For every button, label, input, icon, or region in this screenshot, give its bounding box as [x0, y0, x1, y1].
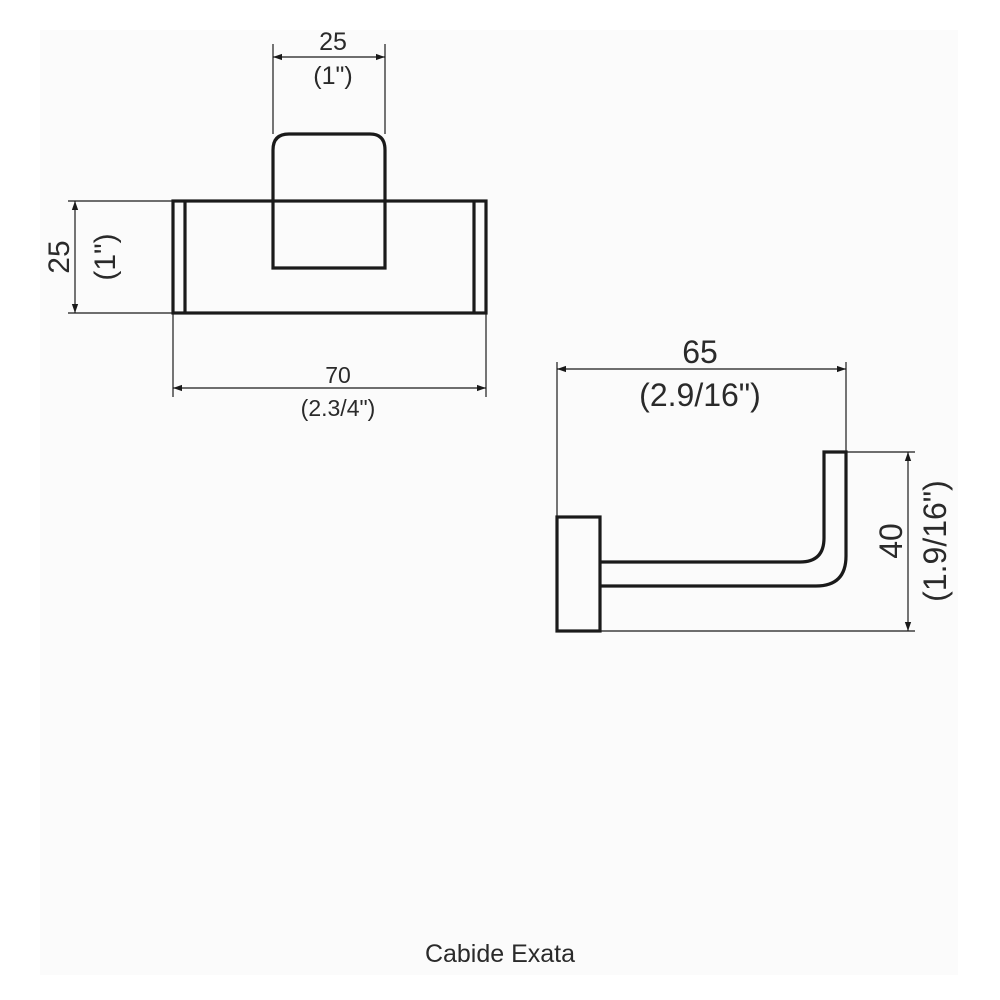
side-height-dimension: 40 (1.9/16"): [600, 451, 953, 632]
front-bottom-dimension: 70 (2.3/4"): [172, 313, 487, 421]
side-hook-arm: [600, 450, 848, 588]
front-side-dimension-inches: (1"): [89, 233, 122, 280]
front-hook-block: [271, 132, 387, 270]
front-top-dimension-inches: (1"): [313, 62, 352, 90]
side-wall-plate: [555, 515, 602, 633]
side-height-dimension-inches: (1.9/16"): [917, 480, 953, 602]
side-view: 65 (2.9/16") 40 (1.9/16"): [555, 334, 953, 633]
front-top-dimension-value: 25: [319, 28, 347, 56]
side-height-dimension-value: 40: [873, 523, 909, 559]
front-view: 25 (1") 25 (1") 70 (2.3/4"): [43, 28, 488, 421]
front-top-dimension: 25 (1"): [272, 28, 386, 134]
front-bottom-dimension-inches: (2.3/4"): [301, 395, 376, 421]
front-side-dimension-value: 25: [43, 240, 76, 273]
front-base-bar: [171, 199, 488, 315]
side-top-dimension-value: 65: [682, 334, 718, 370]
side-top-dimension: 65 (2.9/16"): [556, 334, 847, 517]
drawing-sheet: [40, 30, 958, 975]
side-top-dimension-inches: (2.9/16"): [639, 377, 761, 413]
front-bottom-dimension-value: 70: [325, 362, 351, 388]
front-side-dimension: 25 (1"): [43, 200, 173, 314]
drawing-caption: Cabide Exata: [424, 940, 576, 968]
